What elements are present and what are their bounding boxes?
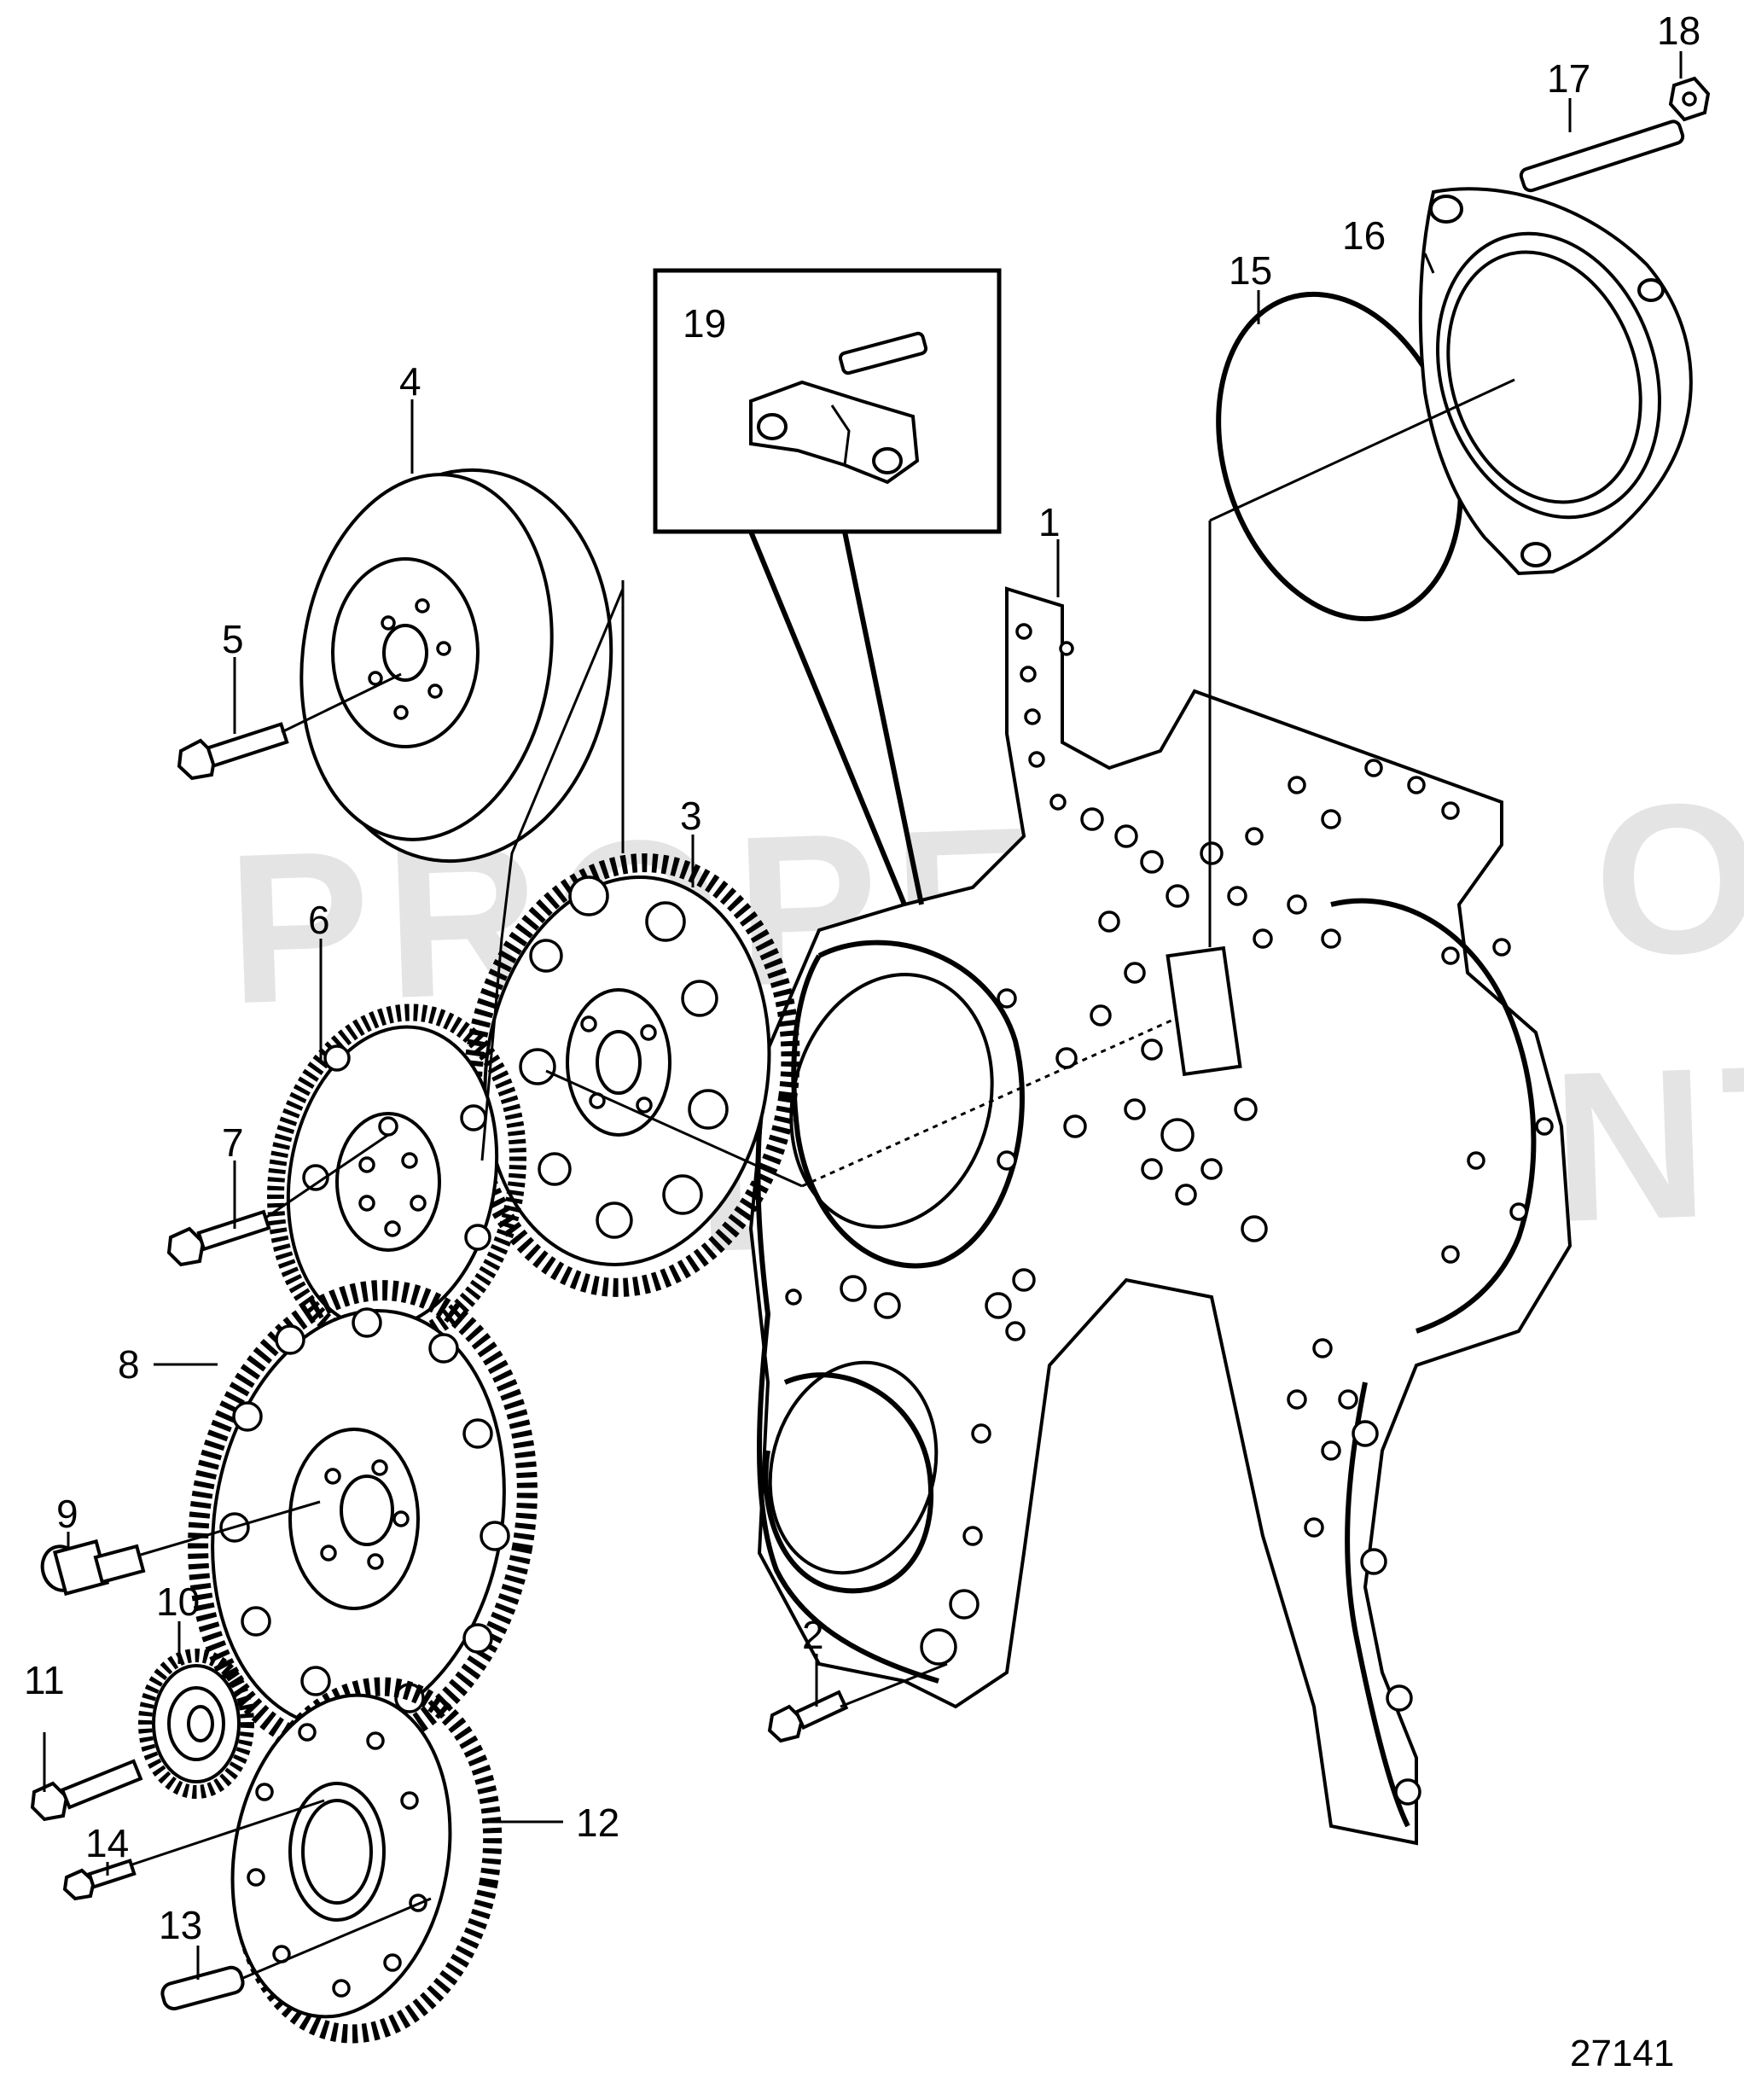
timing-plate bbox=[748, 586, 1573, 1846]
callout-11: 11 bbox=[24, 1658, 65, 1702]
callout-4: 4 bbox=[399, 359, 421, 404]
callout-9: 9 bbox=[56, 1492, 78, 1536]
gear-12 bbox=[230, 1677, 503, 2044]
callout-5: 5 bbox=[222, 617, 244, 661]
callout-3: 3 bbox=[680, 794, 702, 838]
callout-15: 15 bbox=[1229, 248, 1272, 293]
stud-17 bbox=[1519, 119, 1685, 193]
damper-4 bbox=[299, 468, 613, 864]
figure-id: 27141 bbox=[1570, 2033, 1674, 2074]
callout-13: 13 bbox=[159, 1903, 202, 1947]
callout-17: 17 bbox=[1547, 56, 1590, 101]
callout-10: 10 bbox=[156, 1579, 200, 1624]
callout-7: 7 bbox=[222, 1120, 244, 1165]
plate-holes bbox=[785, 623, 1554, 1806]
leader-lines bbox=[43, 51, 1683, 1980]
callout-19: 19 bbox=[683, 301, 726, 346]
cover-16 bbox=[1418, 187, 1693, 576]
bolt-7 bbox=[166, 1133, 389, 1267]
callout-12: 12 bbox=[576, 1800, 619, 1845]
pin-13 bbox=[160, 1897, 432, 2010]
bolt-5 bbox=[177, 672, 402, 781]
callout-14: 14 bbox=[85, 1821, 129, 1865]
bolt-2 bbox=[767, 1662, 948, 1743]
callout-1: 1 bbox=[1038, 500, 1061, 544]
nut-18 bbox=[1668, 76, 1711, 122]
callout-6: 6 bbox=[308, 898, 330, 942]
bolt-11 bbox=[30, 1759, 143, 1822]
detail-inset-19 bbox=[653, 268, 1002, 906]
bolt-14 bbox=[62, 1799, 325, 1901]
callout-labels: 1 2 3 4 5 6 7 8 9 10 11 12 13 14 15 16 1… bbox=[24, 9, 1700, 1947]
callout-2: 2 bbox=[802, 1613, 824, 1657]
gear-10 bbox=[138, 1649, 254, 1799]
screw-9 bbox=[40, 1500, 321, 1597]
callout-18: 18 bbox=[1657, 9, 1700, 53]
gear-3 bbox=[462, 853, 800, 1297]
callout-8: 8 bbox=[118, 1342, 140, 1387]
callout-16: 16 bbox=[1342, 213, 1386, 258]
